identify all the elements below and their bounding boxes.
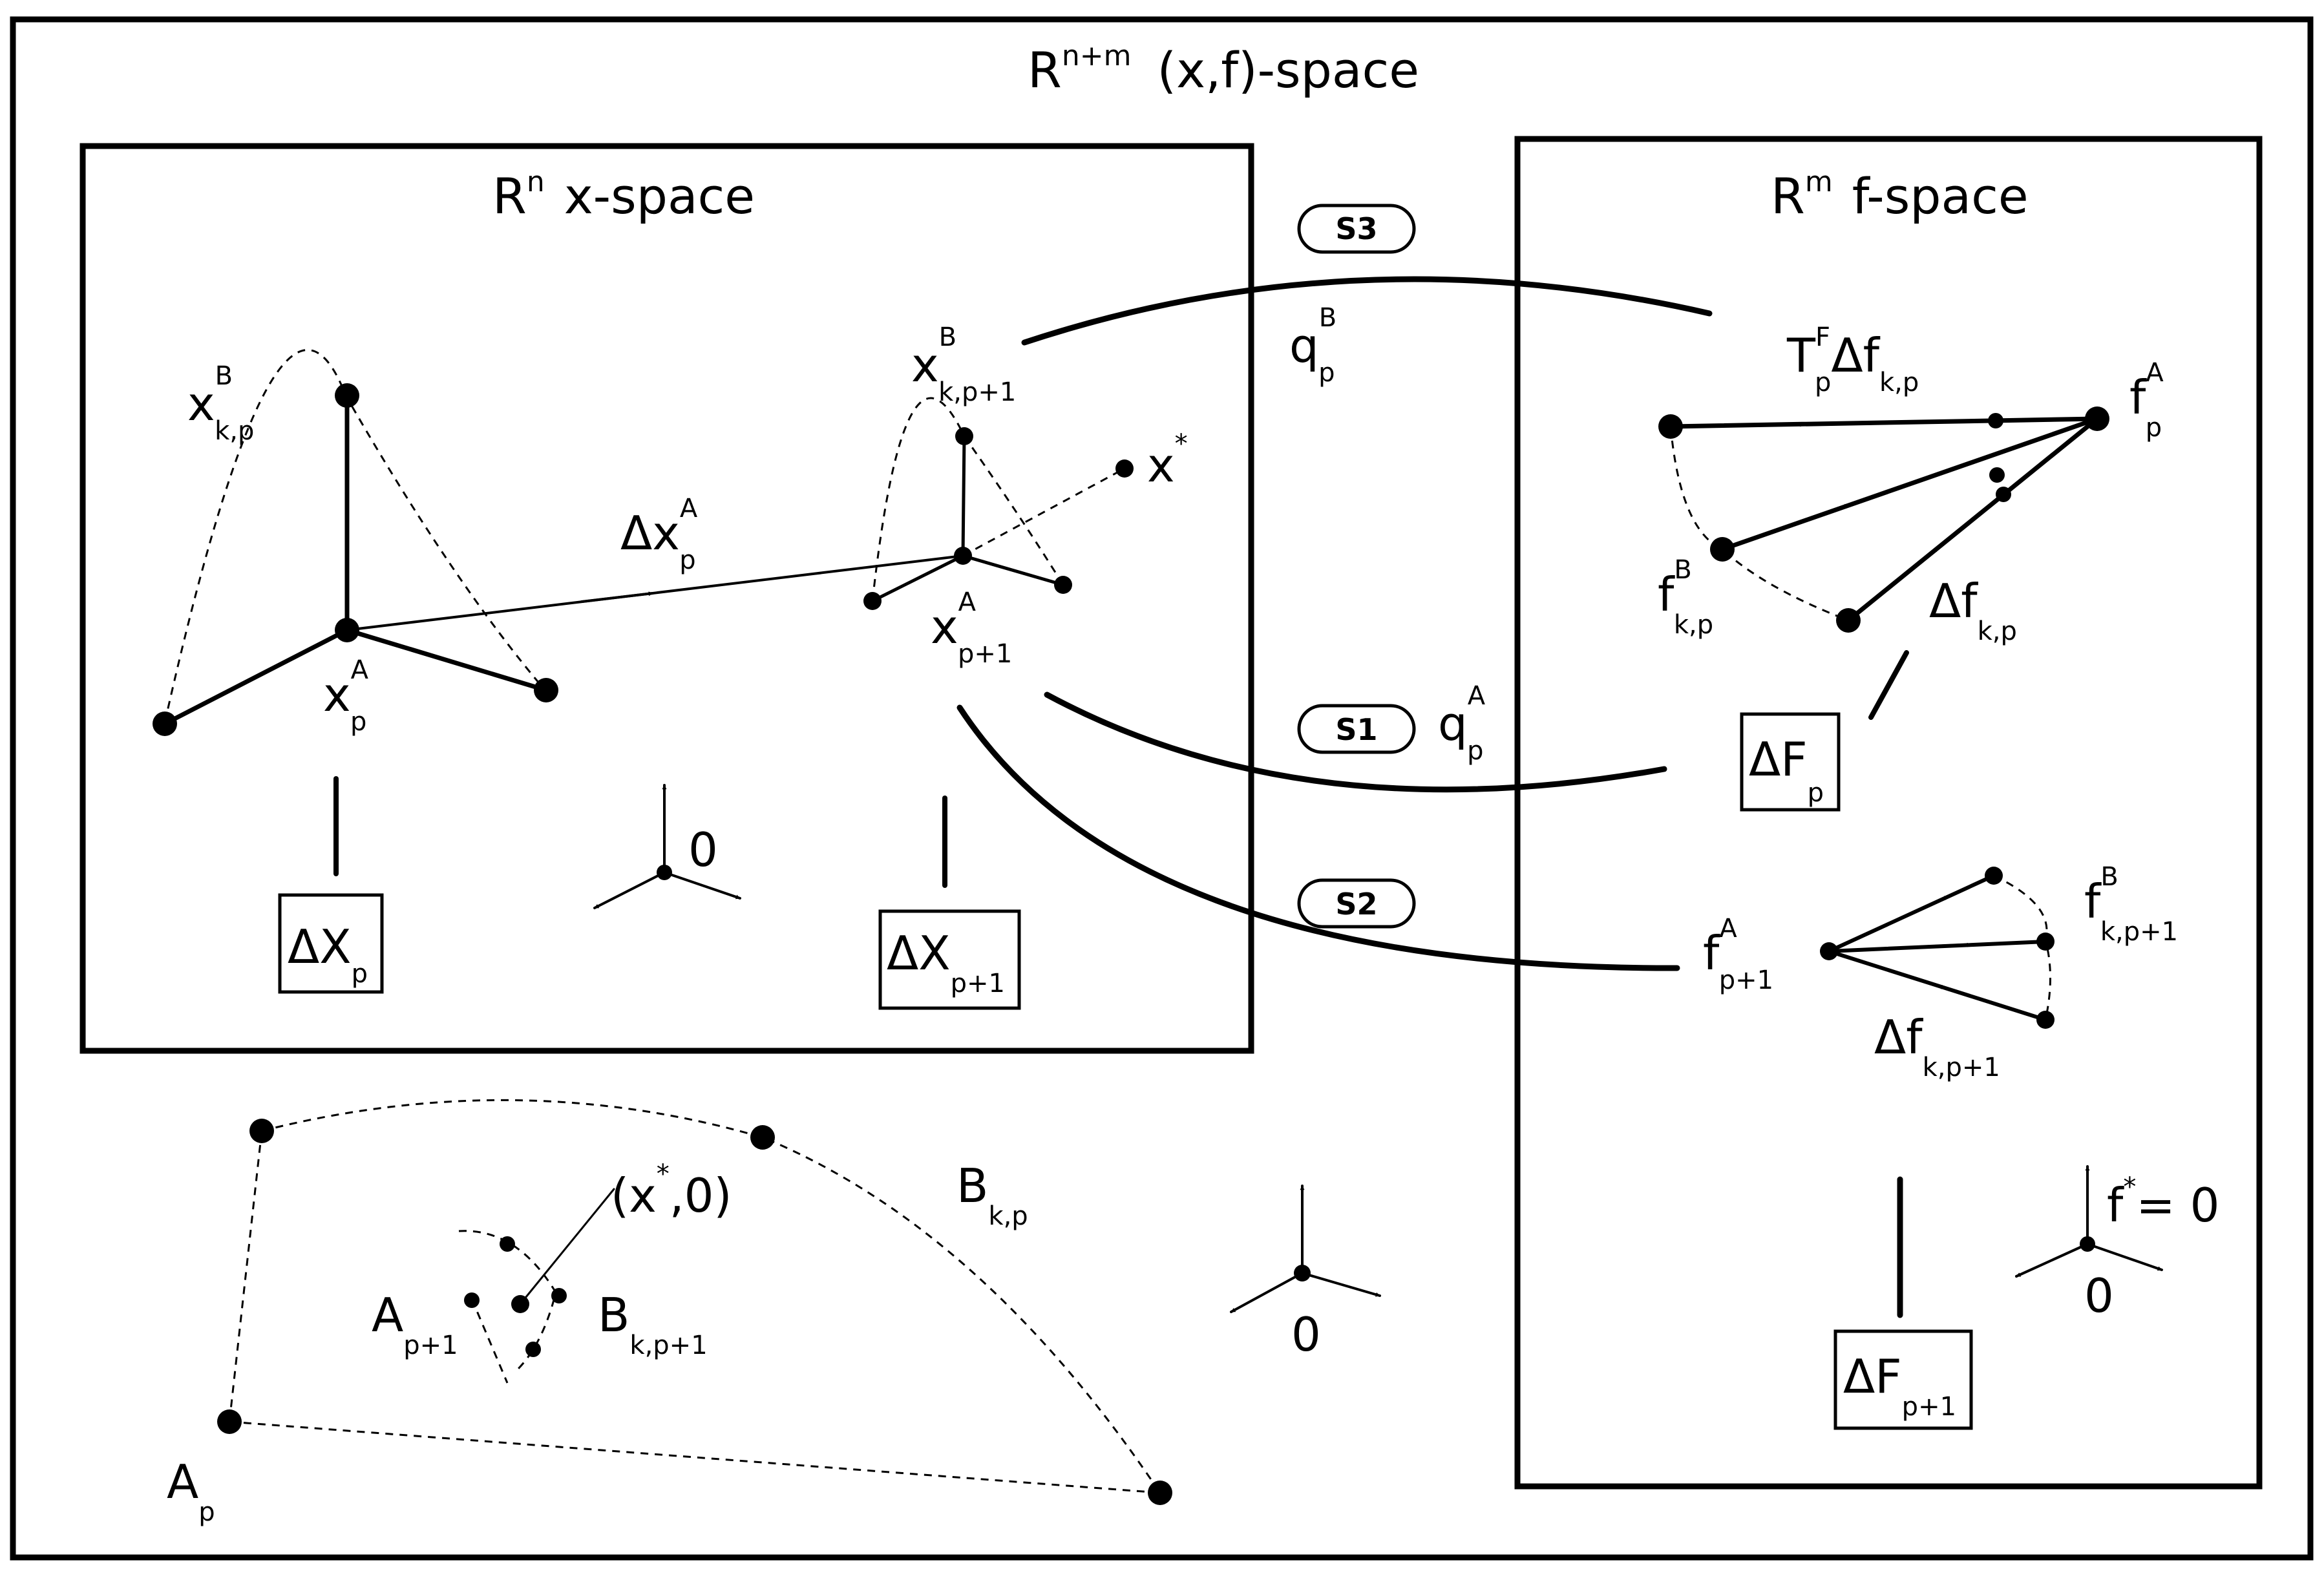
x-p-a-group (153, 349, 558, 736)
curve-s3 (1021, 276, 1713, 346)
label-x-star: x* (1147, 429, 1188, 492)
svg-text:S3: S3 (1335, 211, 1377, 246)
box-delta-x-p1 (878, 909, 1021, 1010)
origin-axes-outer (1230, 1185, 1381, 1313)
label-a-p: Ap (167, 1455, 215, 1527)
svg-text:ΔXp: ΔXp (288, 920, 368, 989)
label-zero-f-space: 0 (2084, 1269, 2114, 1323)
point-x-kp-b-left (153, 712, 177, 736)
label-b-kp: Bk,p (956, 1159, 1028, 1231)
svg-text:ΔXp+1: ΔXp+1 (887, 926, 1005, 998)
point-a-p (217, 1409, 242, 1434)
step-s1-badge: S1 (1297, 704, 1416, 754)
curve-s2 (956, 704, 1680, 971)
point-x-p1-a (954, 547, 972, 565)
step-s3-badge: S3 (1297, 204, 1416, 254)
point-x-kp-b-top (335, 383, 359, 408)
box-delta-x-p (278, 893, 384, 994)
point-x-star (1115, 459, 1134, 478)
label-f-star-eq-zero: f*= 0 (2107, 1172, 2219, 1232)
svg-text:ΔFp+1: ΔFp+1 (1843, 1349, 1956, 1422)
point-f-p1-a (1820, 942, 1838, 960)
origin-axes-f-space (2015, 1165, 2163, 1278)
x-space-frame (79, 143, 1254, 1054)
label-zero-x-space: 0 (688, 823, 718, 877)
f-p1-a-group (1820, 867, 2055, 1029)
step-s2-badge: S2 (1297, 878, 1416, 929)
point-f-p-a (2085, 406, 2109, 431)
lower-sets (217, 1099, 1172, 1505)
label-delta-f-kp: Δfk,p (1929, 574, 2017, 646)
outer-frame (10, 16, 2314, 1561)
label-a-p1: Ap+1 (372, 1288, 458, 1360)
point-x-kp-b-right (534, 678, 558, 702)
outer-title: Rn+m(x,f)-space (1028, 39, 1419, 99)
svg-text:S2: S2 (1335, 887, 1377, 922)
label-zero-outer: 0 (1291, 1307, 1321, 1362)
arrow-delta-x-p-a (346, 554, 964, 631)
origin-axes-x-space (593, 784, 741, 909)
curve-s1 (1044, 691, 1667, 793)
label-x-star-zero: (x*,0) (611, 1159, 732, 1223)
label-delta-f-kp1: Δfk,p+1 (1874, 1010, 2000, 1082)
dashed-curve-x-kp-b (164, 349, 547, 723)
box-delta-f-p1 (1833, 1329, 1973, 1430)
svg-text:ΔFp: ΔFp (1749, 732, 1824, 808)
f-p-a-group (1658, 406, 2109, 633)
x-p1-a-group (863, 397, 1134, 610)
svg-text:S1: S1 (1335, 712, 1377, 747)
label-b-kp1: Bk,p+1 (598, 1288, 708, 1360)
box-delta-f-p (1740, 712, 1841, 812)
f-space-frame (1514, 136, 2263, 1490)
